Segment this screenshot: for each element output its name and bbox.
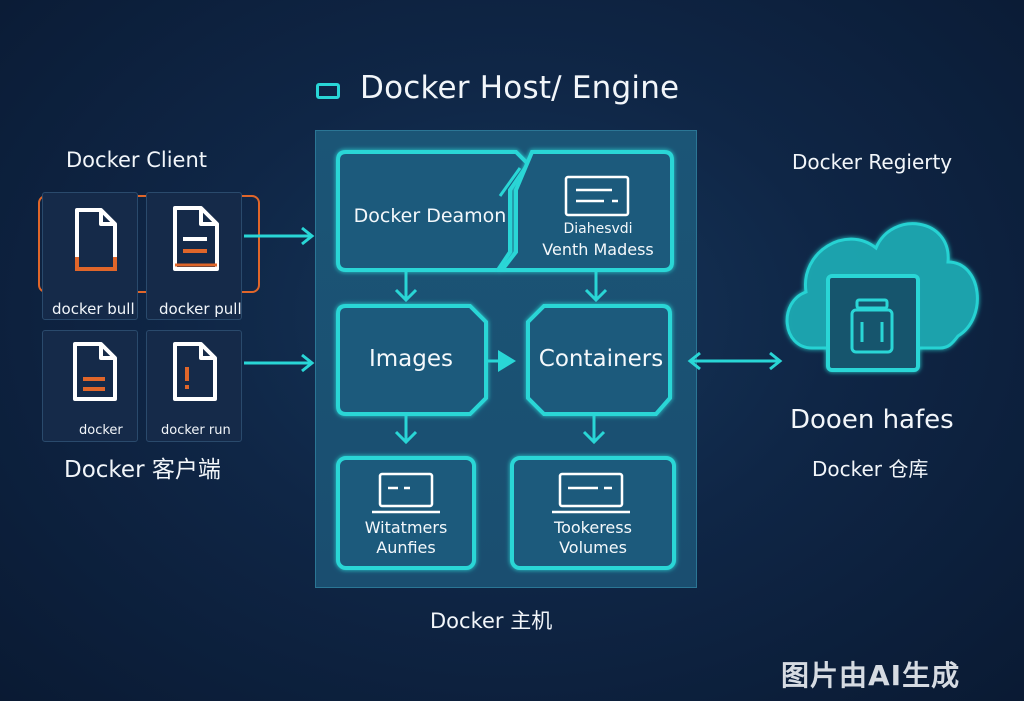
containers-registry-arrow	[687, 351, 783, 371]
client-tile-label: docker pull	[159, 300, 242, 318]
ai-generated-watermark: 图片由AI生成	[781, 659, 961, 692]
registry-big-label: Dooen hafes	[790, 405, 954, 435]
containers-box	[526, 304, 672, 416]
containers-label: Containers	[538, 346, 664, 372]
daemon-side-line1: Diahesvdi	[563, 221, 633, 237]
client-to-daemon-arrow	[244, 226, 315, 246]
client-tile-docker-pull[interactable]: docker pull	[146, 192, 242, 320]
monitor-icon	[552, 472, 630, 514]
images-box	[336, 304, 488, 416]
bottom-left-line2: Aunfies	[376, 538, 436, 557]
client-subtitle-cn: Docker 客户端	[64, 457, 221, 483]
diagram-title: Docker Host/ Engine	[360, 70, 680, 106]
client-title: Docker Client	[66, 148, 208, 172]
images-label: Images	[368, 346, 453, 372]
images-to-containers-arrow	[488, 350, 516, 372]
daemon-box	[336, 150, 531, 272]
registry-title: Docker Regierty	[792, 150, 953, 174]
containers-to-bottom-arrow	[582, 416, 606, 445]
registry-caption-cn: Docker 仓库	[812, 457, 929, 481]
document-alert-icon	[173, 342, 217, 401]
daemon-label: Docker Deamon	[353, 205, 507, 227]
document-lines-icon	[173, 206, 219, 271]
terminal-icon	[564, 175, 630, 217]
client-tile-docker[interactable]: docker	[42, 330, 138, 442]
monitor-icon	[372, 472, 440, 514]
daemon-side-box	[497, 150, 674, 272]
cloud-storage-icon	[785, 222, 979, 372]
bottom-left-line1: Witatmers	[364, 518, 448, 537]
document-icon	[73, 342, 117, 401]
daemon-side-line2: Venth Madess	[542, 240, 654, 259]
client-tile-docker-bull[interactable]: docker bull	[42, 192, 138, 320]
document-icon	[75, 208, 117, 271]
client-tile-label: docker bull	[52, 300, 135, 318]
bottom-right-line1: Tookeress	[554, 518, 632, 537]
client-to-images-arrow	[244, 353, 315, 373]
client-tile-label: docker	[79, 423, 123, 438]
bottom-right-line2: Volumes	[559, 538, 627, 557]
images-to-bottom-arrow	[394, 416, 418, 445]
host-title-icon	[316, 83, 340, 99]
daemon-to-images-arrow	[394, 272, 418, 303]
client-tile-label: docker run	[161, 423, 231, 438]
daemon-to-containers-arrow	[584, 272, 608, 303]
host-caption-cn: Docker 主机	[430, 609, 553, 633]
client-tile-docker-run[interactable]: docker run	[146, 330, 242, 442]
